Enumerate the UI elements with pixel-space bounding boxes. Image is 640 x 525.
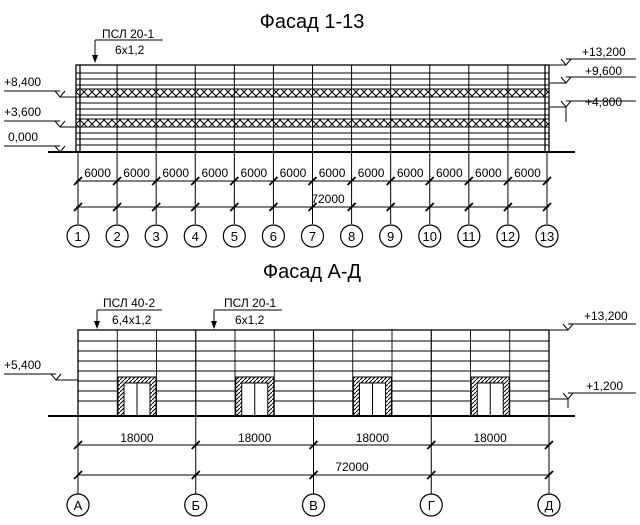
- facade-1-axis-label: 3: [153, 229, 160, 244]
- facade-1-bay-dim: 6000: [358, 166, 385, 180]
- facade-1-axis-label: 6: [270, 229, 277, 244]
- facade-2-axis-bubble: [419, 493, 443, 517]
- facade-1-axis-bubble: [144, 224, 168, 248]
- facade-1-wall: [75, 64, 550, 153]
- facade-1-level-0000: 0,000: [8, 130, 38, 144]
- facade-a-d: Фасад А-Д ПСЛ 40-2 6,4x1,2 ПСЛ 20-1: [4, 261, 636, 517]
- facade-1-axis-bubble: [418, 224, 442, 248]
- facade-1-bay-dim: 6000: [319, 166, 346, 180]
- facade-1-title: Фасад 1-13: [260, 11, 365, 33]
- facade-2-axis-label: Д: [545, 498, 554, 513]
- facade-1-level-9600: +9,600: [585, 64, 622, 78]
- facade-2-bay-dim: 18000: [120, 431, 154, 445]
- facade-2-axis-bubble: [66, 493, 90, 517]
- facade-2-axis-label: Г: [428, 498, 435, 513]
- facade-2-axis-bubble: [301, 493, 326, 517]
- facade-1-bay-dim: 6000: [84, 166, 111, 180]
- facade-1-bay-dim: 6000: [241, 166, 268, 180]
- facade-1-level-3600: +3,600: [4, 105, 41, 119]
- facade-1-axis-bubble: [379, 224, 403, 248]
- facade-1-axis-label: 9: [387, 229, 394, 244]
- facade-1-panel-callout: ПСЛ 20-1 6x1,2: [92, 27, 163, 63]
- facade-1-axis-bubble: [339, 224, 364, 248]
- facade-1-axis-label: 13: [540, 229, 554, 244]
- facade-2-gate: [235, 376, 275, 417]
- facade-1-axis-label: 2: [113, 229, 120, 244]
- facade-1-axis-bubble: [66, 224, 90, 248]
- facade-1-axis-bubble: [300, 224, 325, 248]
- facade-2-bay-dim: 18000: [473, 431, 507, 445]
- facade-1-level-4800: +4,800: [585, 95, 622, 109]
- facade-1-axis-label: 11: [462, 229, 476, 244]
- facade-2-axis-bubble: [537, 493, 561, 517]
- facade-1-axis-label: 8: [348, 229, 355, 244]
- facade-1-bay-dim: 6000: [280, 166, 307, 180]
- facade-2-level-13200: +13,200: [584, 309, 628, 323]
- facade-1-bay-dim: 6000: [514, 166, 541, 180]
- facade-1-right-levels: [549, 58, 636, 122]
- facade-1-axis-label: 4: [192, 229, 199, 244]
- facade-1-axis-bubble: [222, 224, 246, 248]
- facade-2-bay-dim: 18000: [238, 431, 272, 445]
- facade-1-panel-size: 6x1,2: [115, 43, 145, 57]
- facade-1-level-13200: +13,200: [582, 45, 626, 59]
- facade-2-gate: [470, 376, 510, 417]
- facade-2-axis-label: Б: [191, 498, 200, 513]
- facade-2-panel-type-2: ПСЛ 20-1: [224, 296, 276, 310]
- facade-1-axis-label: 10: [423, 229, 437, 244]
- facade-1-bay-dim: 6000: [436, 166, 463, 180]
- facade-2-panel-size-1: 6,4x1,2: [112, 313, 152, 327]
- facade-1-left-levels: [4, 90, 76, 153]
- facade-2-axis-label: А: [74, 498, 83, 513]
- facade-2-gate: [353, 376, 392, 417]
- facade-2-bay-dim: 18000: [356, 431, 390, 445]
- facade-1-bay-dim: 6000: [201, 166, 228, 180]
- facade-1-axis-bubble: [535, 224, 559, 248]
- facade-2-total-dim: 72000: [335, 460, 369, 474]
- facade-1-bay-dim: 6000: [397, 166, 424, 180]
- facade-1-axis-bubble: [496, 224, 520, 248]
- facade-2-panel-type-1: ПСЛ 40-2: [103, 296, 155, 310]
- facade-2-right-levels: [549, 323, 636, 408]
- facade-2-left-levels: [4, 373, 78, 381]
- facade-2-title: Фасад А-Д: [263, 261, 362, 283]
- facade-2-level-1200: +1,200: [586, 379, 623, 393]
- facade-1-axis-bubble: [457, 224, 481, 248]
- facade-1-axis-bubble: [261, 224, 286, 248]
- facade-1-level-8400: +8,400: [4, 75, 41, 89]
- facade-1-total-dim: 72000: [311, 192, 345, 206]
- facade-2-panel-callout-1: ПСЛ 40-2 6,4x1,2: [94, 296, 162, 329]
- facade-1-axis-label: 5: [231, 229, 238, 244]
- facade-2-panel-callout-2: ПСЛ 20-1 6x1,2: [211, 296, 282, 329]
- facade-1-axis-label: 12: [501, 229, 515, 244]
- facade-2-axis-bubble: [184, 493, 208, 517]
- facade-2-axis-label: В: [309, 498, 318, 513]
- facade-1-13: Фасад 1-13 ПСЛ 20-1 6x1,2: [4, 11, 636, 248]
- facade-2-level-5400: +5,400: [4, 358, 41, 372]
- facade-2-gate: [117, 376, 157, 417]
- facade-1-panel-type: ПСЛ 20-1: [102, 27, 154, 41]
- facade-1-axis-label: 1: [74, 229, 81, 244]
- facade-1-bay-dim: 6000: [475, 166, 502, 180]
- facade-1-axis-bubble: [105, 224, 129, 248]
- facade-2-panel-size-2: 6x1,2: [235, 313, 265, 327]
- facade-1-bay-dim: 6000: [123, 166, 150, 180]
- facade-1-axis-label: 7: [309, 229, 316, 244]
- facade-1-bay-dim: 6000: [162, 166, 189, 180]
- facade-1-axis-bubble: [183, 224, 207, 248]
